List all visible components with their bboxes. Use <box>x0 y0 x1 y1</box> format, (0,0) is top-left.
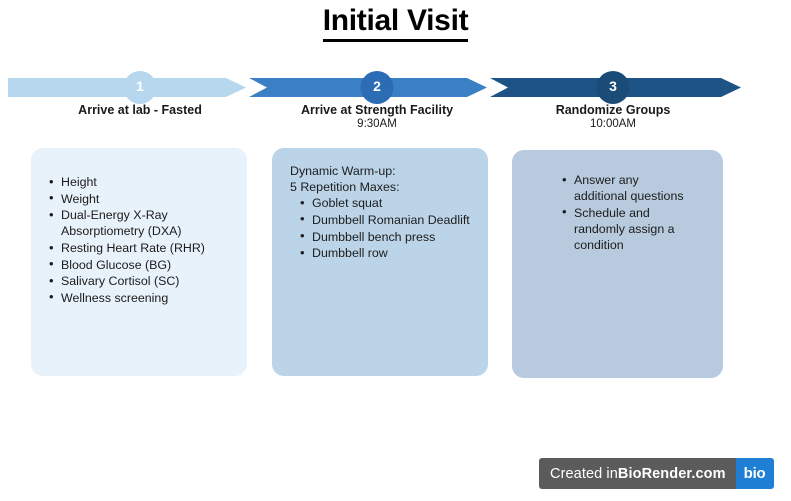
step-label-1: Arrive at lab - Fasted <box>78 103 202 117</box>
step-circle-2 <box>360 71 394 104</box>
list-item: Goblet squat <box>300 195 478 212</box>
page-title-text: Initial Visit <box>322 4 469 42</box>
biorender-brand: BioRender.com <box>617 465 726 482</box>
box-3-list: Answer any additional questions Schedule… <box>556 171 689 253</box>
step-label-3: Randomize Groups <box>555 103 671 117</box>
list-item: Answer any additional questions <box>562 171 689 204</box>
biorender-logo-icon: bio <box>735 458 774 489</box>
step-number-3: 3 <box>609 78 617 94</box>
biorender-badge-text: Created in BioRender.com <box>539 458 736 489</box>
list-item: Resting Heart Rate (RHR) <box>49 239 237 256</box>
list-item: Height <box>49 173 237 190</box>
box-2-lead-1: Dynamic Warm-up: <box>290 164 396 178</box>
content-box-randomization: Answer any additional questions Schedule… <box>512 150 723 378</box>
list-item: Weight <box>49 190 237 207</box>
step-number-2: 2 <box>373 78 381 94</box>
biorender-badge[interactable]: Created in BioRender.com bio <box>539 458 774 489</box>
box-2-lead-2: 5 Repetition Maxes: <box>290 180 400 195</box>
box-3-body: Answer any additional questions Schedule… <box>512 150 723 253</box>
list-item: Dumbbell bench press <box>300 228 478 245</box>
list-item: Salivary Cortisol (SC) <box>49 273 237 290</box>
list-item: Blood Glucose (BG) <box>49 256 237 273</box>
step-circle-1 <box>123 71 157 104</box>
step-circle-3 <box>596 71 630 104</box>
step-number-1: 1 <box>136 78 144 94</box>
box-2-body: Dynamic Warm-up: 5 Repetition Maxes: Gob… <box>272 148 488 262</box>
timeline: 1 Arrive at lab - Fasted 2 Arrive at Str… <box>0 60 791 132</box>
content-box-strength-testing: Dynamic Warm-up: 5 Repetition Maxes: Gob… <box>272 148 488 376</box>
step-time-3: 10:00AM <box>589 118 637 130</box>
content-box-fasted-measures: Height Weight Dual-Energy X-Ray Absorpti… <box>31 148 247 376</box>
list-item: Dumbbell row <box>300 245 478 262</box>
list-item: Schedule and randomly assign a condition <box>562 204 689 253</box>
box-2-list: Goblet squat Dumbbell Romanian Deadlift … <box>290 195 478 262</box>
page-title: Initial Visit <box>0 4 791 42</box>
list-item: Dual-Energy X-Ray Absorptiometry (DXA) <box>49 207 237 239</box>
timeline-arrows <box>8 71 741 104</box>
step-label-2: Arrive at Strength Facility <box>300 103 454 117</box>
list-item: Dumbbell Romanian Deadlift <box>300 211 478 228</box>
step-time-2: 9:30AM <box>357 118 397 130</box>
biorender-prefix: Created in <box>550 465 618 482</box>
box-1-list: Height Weight Dual-Energy X-Ray Absorpti… <box>43 173 237 306</box>
list-item: Wellness screening <box>49 289 237 306</box>
box-1-body: Height Weight Dual-Energy X-Ray Absorpti… <box>31 148 247 306</box>
